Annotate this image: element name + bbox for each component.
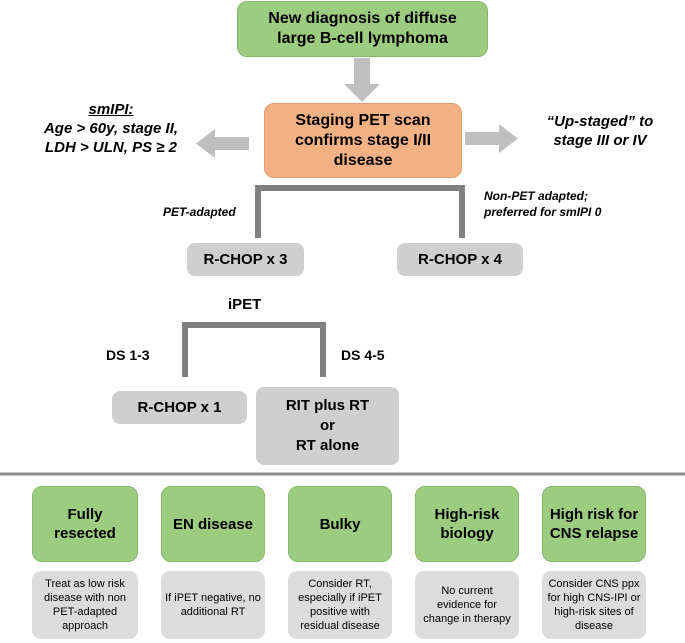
category-title: Bulky [319, 515, 361, 533]
rit-line2: or [320, 417, 335, 434]
rchop4-box: R-CHOP x 4 [397, 243, 523, 276]
category-note: Consider CNS ppx for high CNS-IPI or hig… [547, 578, 641, 632]
smipi-title: smIPI: [88, 101, 134, 118]
category-title: High-risk biology [434, 506, 500, 542]
rit-box: RIT plus RT or RT alone [256, 387, 399, 465]
category-note: No current evidence for change in therap… [423, 585, 511, 625]
category-note: If iPET negative, no additional RT [165, 592, 261, 618]
non-pet-label: Non-PET adapted; preferred for smIPI 0 [484, 189, 602, 219]
category-box-high-risk-biology: High-risk biology [415, 486, 519, 562]
arrow-left [196, 129, 249, 158]
rchop3-text: R-CHOP x 3 [203, 251, 288, 268]
arrow-right [465, 124, 518, 153]
staging-box: Staging PET scan confirms stage I/II dis… [264, 103, 462, 178]
rit-line1: RIT plus RT [285, 397, 370, 414]
pet-adapted-label: PET-adapted [163, 205, 236, 219]
bracket-top [255, 185, 465, 238]
upstaged-text: “Up-staged” to stage III or IV [546, 113, 654, 149]
staging-text: Staging PET scan confirms stage I/II dis… [294, 111, 432, 169]
smipi-note: smIPI: Age > 60y, stage II, LDH > ULN, P… [36, 100, 186, 157]
category-note: Treat as low risk disease with non PET-a… [44, 578, 126, 632]
ipet-label: iPET [228, 296, 262, 313]
diagnosis-text: New diagnosis of diffuse large B-cell ly… [268, 10, 457, 47]
category-box-fully-resected: Fully resected [32, 486, 138, 562]
category-note: Consider RT, especially if iPET positive… [298, 578, 382, 632]
bracket-ipet [182, 322, 326, 377]
ds-high-label: DS 4-5 [341, 347, 385, 363]
upstaged-note: “Up-staged” to stage III or IV [530, 112, 670, 150]
category-box-bulky: Bulky [288, 486, 392, 562]
smipi-criteria: Age > 60y, stage II, LDH > ULN, PS ≥ 2 [43, 120, 179, 156]
rchop3-box: R-CHOP x 3 [187, 243, 304, 276]
category-note-cns-relapse: Consider CNS ppx for high CNS-IPI or hig… [542, 571, 646, 639]
category-note-bulky: Consider RT, especially if iPET positive… [288, 571, 392, 639]
category-note-high-risk-biology: No current evidence for change in therap… [415, 571, 519, 639]
rchop4-text: R-CHOP x 4 [418, 251, 502, 268]
arrow-down [344, 58, 380, 102]
ds-low-label: DS 1-3 [106, 347, 150, 363]
category-box-en-disease: EN disease [161, 486, 265, 562]
category-title: High risk for CNS relapse [549, 506, 639, 542]
rchop1-box: R-CHOP x 1 [112, 391, 247, 424]
category-title: Fully resected [54, 506, 116, 542]
category-note-en-disease: If iPET negative, no additional RT [161, 571, 265, 639]
rit-line3: RT alone [295, 437, 360, 454]
rchop1-text: R-CHOP x 1 [137, 399, 222, 416]
category-note-fully-resected: Treat as low risk disease with non PET-a… [32, 571, 138, 639]
category-title: EN disease [172, 515, 254, 533]
diagnosis-box: New diagnosis of diffuse large B-cell ly… [237, 1, 488, 57]
category-box-cns-relapse: High risk for CNS relapse [542, 486, 646, 562]
